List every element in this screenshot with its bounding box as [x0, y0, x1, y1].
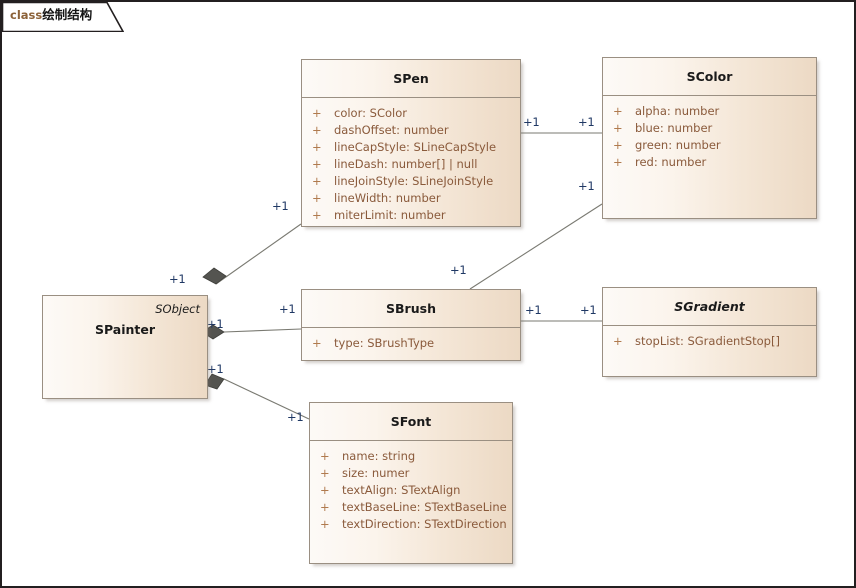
class-box-scolor[interactable]: SColor + alpha: number + blue: number + gre…: [602, 57, 817, 219]
member-visibility: +: [312, 174, 322, 188]
member-signature: lineCapStyle: SLineCapStyle: [334, 140, 497, 154]
class-members-sgradient: + stopList: SGradientStop[]: [603, 326, 816, 356]
class-member: + type: SBrushType: [302, 335, 520, 352]
class-stereotype-spainter: SObject: [155, 302, 200, 316]
member-signature: stopList: SGradientStop[]: [635, 334, 780, 348]
member-signature: textDirection: STextDirection: [342, 517, 507, 531]
multiplicity-brush-gradient-target: +1: [580, 303, 597, 317]
class-box-sfont[interactable]: SFont + name: string + size: numer + textAl…: [309, 402, 513, 564]
member-signature: color: SColor: [334, 106, 407, 120]
class-name-scolor: SColor: [603, 58, 816, 96]
diagram-frame-tab: class绘制结构: [2, 2, 124, 32]
class-box-sgradient[interactable]: SGradient + stopList: SGradientStop[]: [602, 287, 817, 377]
class-member: + lineCapStyle: SLineCapStyle: [302, 139, 520, 156]
member-signature: dashOffset: number: [334, 123, 449, 137]
member-visibility: +: [320, 449, 330, 463]
member-visibility: +: [320, 500, 330, 514]
multiplicity-brush-color-target: +1: [578, 179, 595, 193]
frame-name: 绘制结构: [42, 7, 93, 22]
class-member: + lineWidth: number: [302, 190, 520, 207]
class-member: + alpha: number: [603, 103, 816, 120]
multiplicity-painter-font-target: +1: [287, 410, 304, 424]
class-member: + dashOffset: number: [302, 122, 520, 139]
multiplicity-painter-brush-target: +1: [279, 302, 296, 316]
class-box-spen[interactable]: SPen + color: SColor + dashOffset: number …: [301, 59, 521, 227]
class-name-spainter: SPainter: [94, 322, 156, 337]
class-members-spen: + color: SColor + dashOffset: number + line…: [302, 98, 520, 230]
member-signature: miterLimit: number: [334, 208, 446, 222]
class-members-sfont: + name: string + size: numer + textAlign: S…: [310, 441, 512, 539]
multiplicity-painter-pen-target: +1: [272, 199, 289, 213]
frame-keyword: class: [10, 8, 43, 22]
member-signature: green: number: [635, 138, 721, 152]
class-box-sbrush[interactable]: SBrush + type: SBrushType: [301, 289, 521, 361]
class-member: + red: number: [603, 154, 816, 171]
member-visibility: +: [312, 157, 322, 171]
multiplicity-pen-color-source: +1: [523, 115, 540, 129]
member-visibility: +: [320, 517, 330, 531]
class-member: + lineJoinStyle: SLineJoinStyle: [302, 173, 520, 190]
member-visibility: +: [312, 140, 322, 154]
member-signature: name: string: [342, 449, 416, 463]
class-name-sbrush: SBrush: [302, 290, 520, 328]
member-visibility: +: [312, 106, 322, 120]
class-member: + green: number: [603, 137, 816, 154]
member-visibility: +: [320, 483, 330, 497]
member-signature: alpha: number: [635, 104, 720, 118]
multiplicity-painter-pen-source: +1: [169, 272, 186, 286]
member-signature: lineWidth: number: [334, 191, 441, 205]
class-member: + name: string: [310, 448, 512, 465]
class-member: + size: numer: [310, 465, 512, 482]
multiplicity-brush-gradient-source: +1: [525, 303, 542, 317]
member-visibility: +: [312, 191, 322, 205]
member-signature: textBaseLine: STextBaseLine: [342, 500, 507, 514]
class-member: + blue: number: [603, 120, 816, 137]
member-signature: size: numer: [342, 466, 410, 480]
member-visibility: +: [613, 334, 623, 348]
connector-painter-pen: [202, 223, 302, 285]
member-visibility: +: [613, 104, 623, 118]
member-signature: textAlign: STextAlign: [342, 483, 461, 497]
member-visibility: +: [312, 208, 322, 222]
class-member: + textBaseLine: STextBaseLine: [310, 499, 512, 516]
class-member: + textDirection: STextDirection: [310, 516, 512, 533]
frame-tab-label: class绘制结构: [10, 7, 92, 23]
member-signature: lineJoinStyle: SLineJoinStyle: [334, 174, 494, 188]
multiplicity-painter-brush-source: +1: [207, 317, 224, 331]
member-visibility: +: [613, 121, 623, 135]
class-member: + textAlign: STextAlign: [310, 482, 512, 499]
class-members-scolor: + alpha: number + blue: number + green: num…: [603, 96, 816, 177]
class-name-sfont: SFont: [310, 403, 512, 441]
class-members-sbrush: + type: SBrushType: [302, 328, 520, 358]
class-member: + color: SColor: [302, 105, 520, 122]
class-name-spen: SPen: [302, 60, 520, 98]
member-visibility: +: [613, 155, 623, 169]
member-visibility: +: [312, 123, 322, 137]
class-box-spainter[interactable]: SObject SPainter: [42, 295, 208, 399]
class-member: + lineDash: number[] | null: [302, 156, 520, 173]
member-signature: blue: number: [635, 121, 713, 135]
multiplicity-brush-color-source: +1: [450, 263, 467, 277]
class-member: + miterLimit: number: [302, 207, 520, 224]
member-signature: lineDash: number[] | null: [334, 157, 478, 171]
multiplicity-painter-font-source: +1: [207, 362, 224, 376]
member-visibility: +: [613, 138, 623, 152]
frame-tab-shape: [2, 2, 124, 32]
class-name-sgradient: SGradient: [603, 288, 816, 326]
class-member: + stopList: SGradientStop[]: [603, 333, 816, 350]
multiplicity-pen-color-target: +1: [578, 115, 595, 129]
member-visibility: +: [312, 336, 322, 350]
member-signature: type: SBrushType: [334, 336, 435, 350]
member-visibility: +: [320, 466, 330, 480]
member-signature: red: number: [635, 155, 707, 169]
